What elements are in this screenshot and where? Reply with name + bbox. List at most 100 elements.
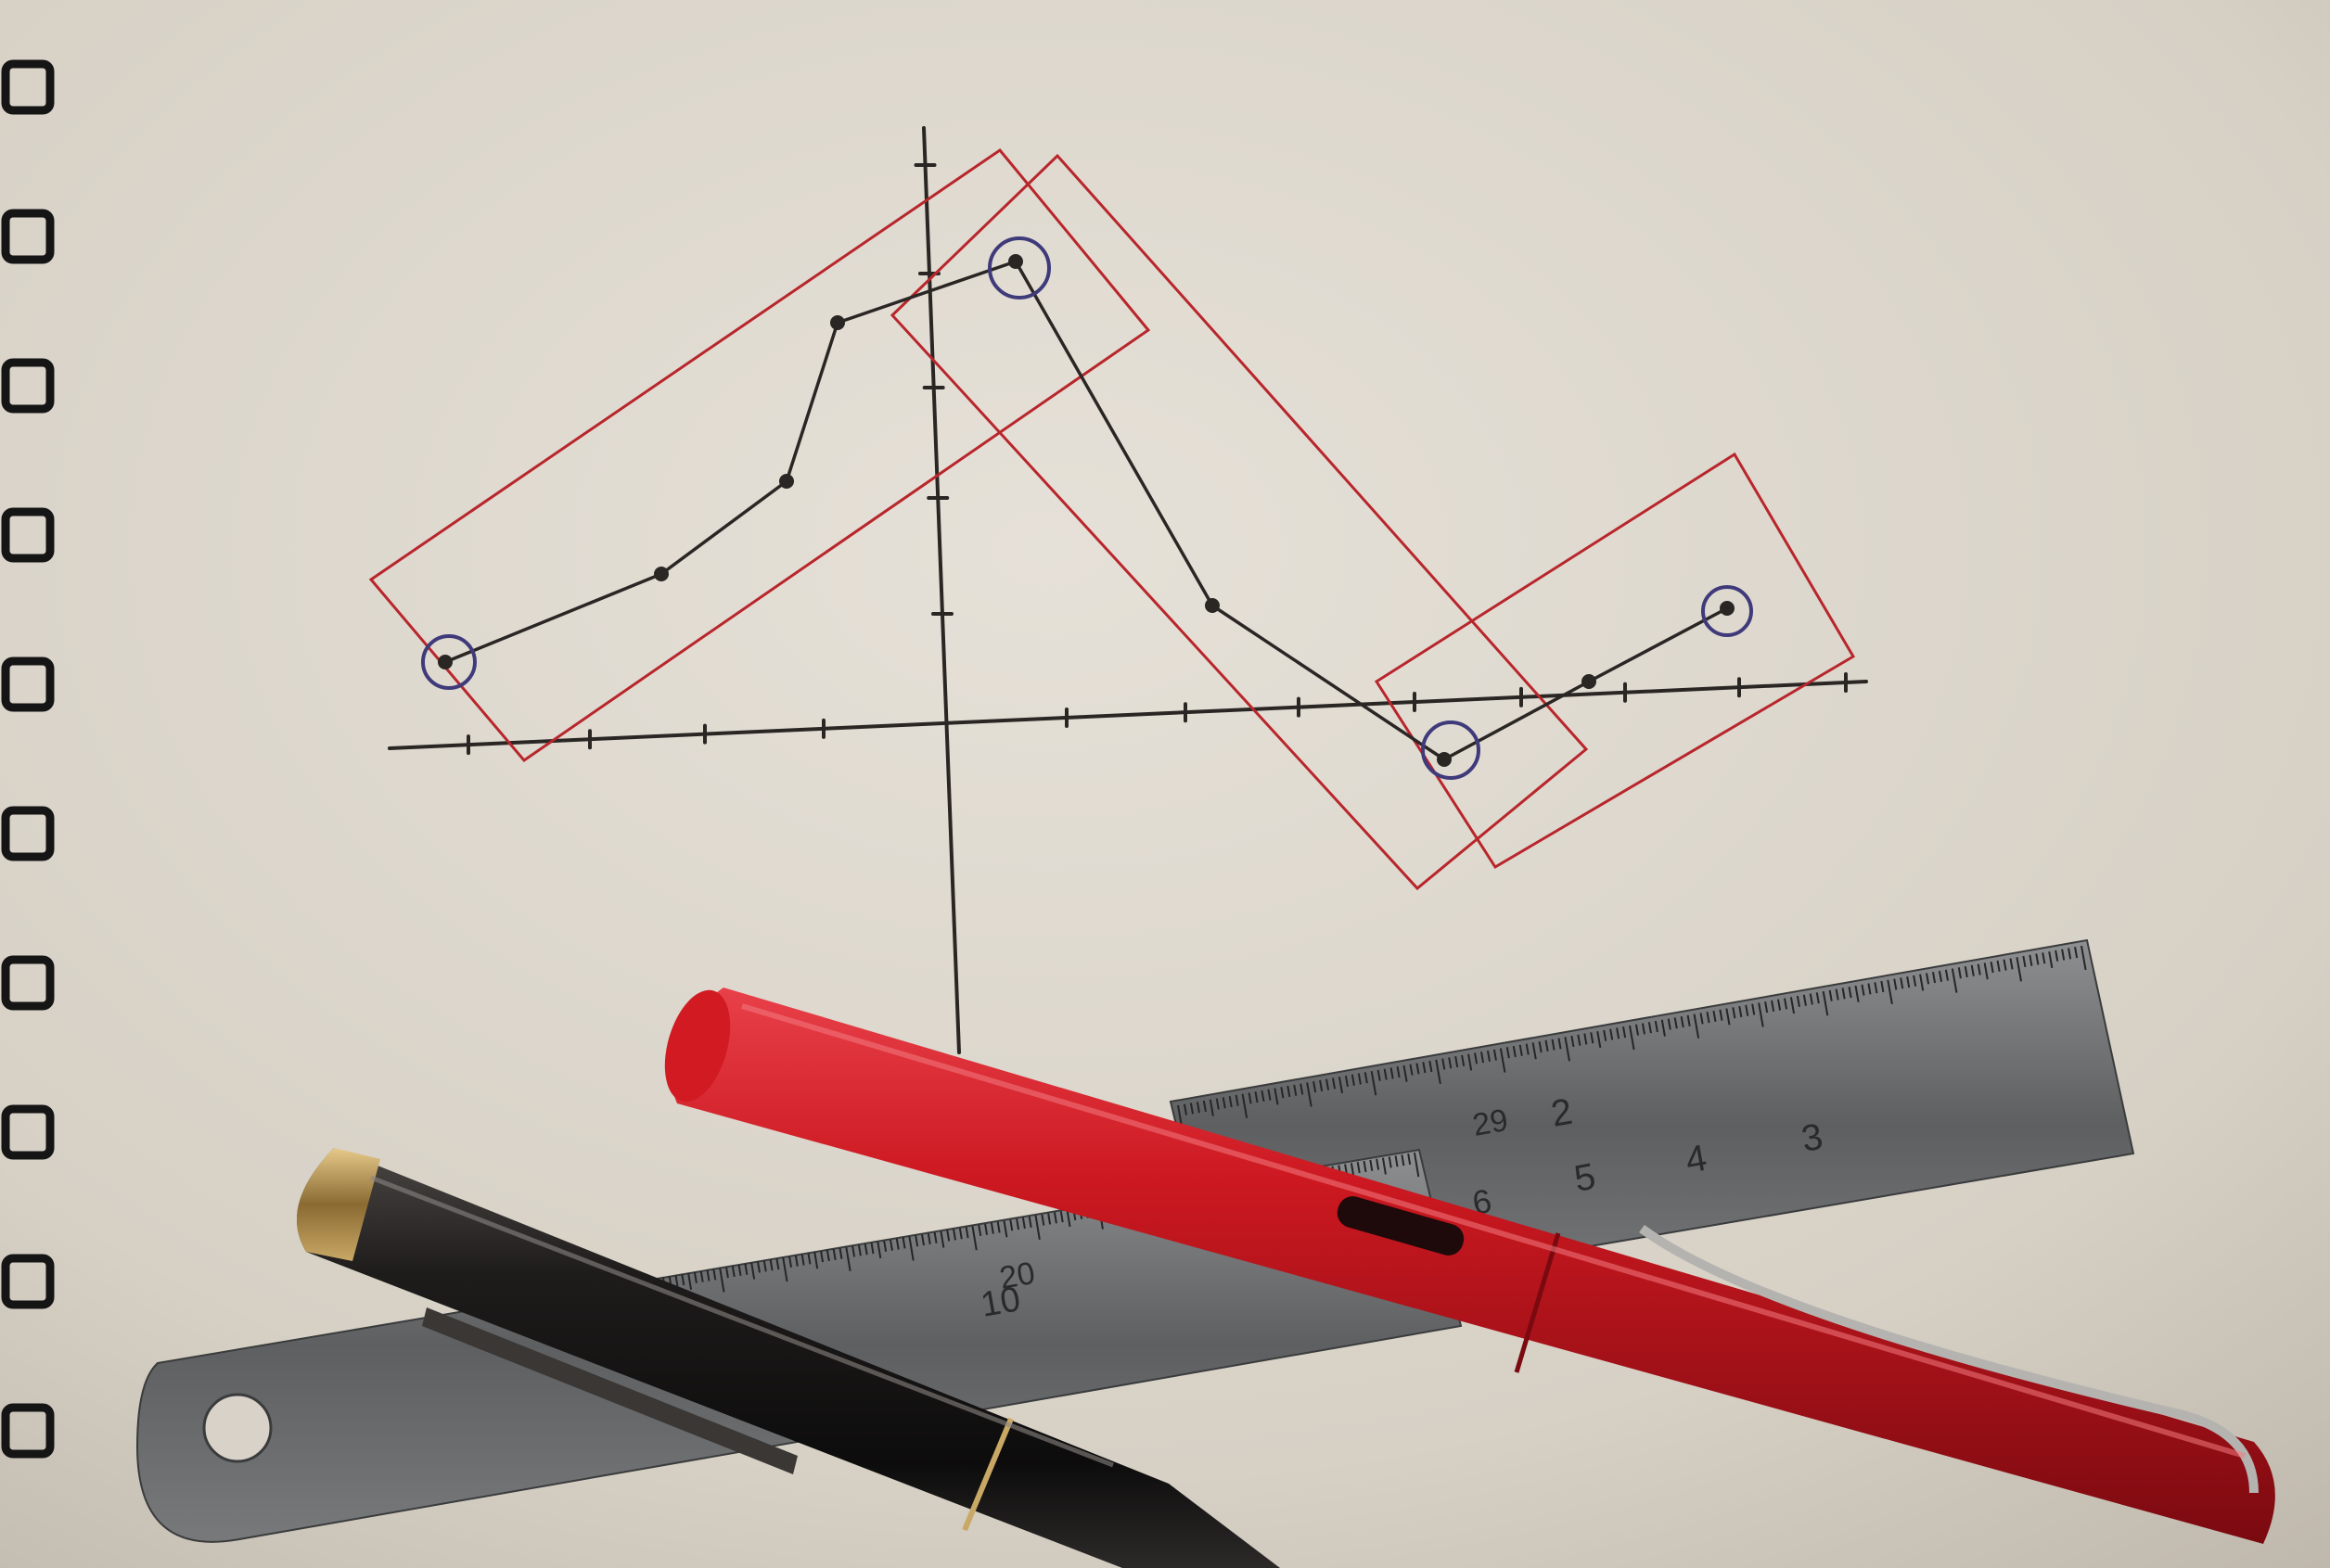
- axes-icon: [388, 126, 1868, 1054]
- ruler-tick: [1461, 1054, 1466, 1066]
- ruler-tick: [800, 1254, 805, 1266]
- line-graph-icon: [438, 254, 1735, 767]
- ruler-tick: [2055, 950, 2059, 962]
- x-axis-line: [388, 680, 1868, 750]
- pen-icon: [664, 988, 2275, 1544]
- rectangle-icon: [368, 147, 1856, 891]
- ruler-tick: [693, 1271, 698, 1283]
- ruler-tick: [1454, 1055, 1459, 1068]
- ruler-tick: [2016, 957, 2023, 982]
- ruler-tick: [2035, 953, 2040, 965]
- ruler-tick: [902, 1237, 906, 1249]
- black-pen-cap-band: [297, 1148, 380, 1261]
- ruler-tick: [1557, 1038, 1562, 1050]
- ruler-tick: [1629, 1025, 1635, 1051]
- ruler-tick: [1196, 1102, 1200, 1114]
- red-pen-highlight: [741, 1003, 2246, 1459]
- red-fountain-pen: [669, 988, 2275, 1544]
- ruler-tick: [1622, 1026, 1627, 1039]
- ruler-tick: [1299, 1083, 1304, 1095]
- spiral-coil: [1, 1403, 55, 1459]
- ruler-tick: [971, 1225, 978, 1251]
- ruler-tick: [1414, 1152, 1420, 1178]
- graph-points: [438, 254, 1735, 767]
- ruler-tick: [895, 1238, 900, 1250]
- ruler-tick: [1719, 1009, 1723, 1021]
- ruler-tick: [737, 1264, 742, 1276]
- ruler-tick: [1287, 1085, 1291, 1098]
- spiral-coil: [1, 209, 55, 264]
- ruler-tick: [1732, 1007, 1736, 1019]
- ruler-tick: [1887, 979, 1893, 1005]
- ruler-tick: [946, 1230, 951, 1242]
- ruler-tick: [1306, 1082, 1312, 1107]
- spiral-coil: [1, 955, 55, 1011]
- ruler-tick: [1344, 1075, 1349, 1088]
- ruler-tick: [699, 1270, 704, 1282]
- ruler-tick: [757, 1261, 761, 1273]
- ruler-tick: [1970, 964, 1975, 976]
- ruler-tick: [1983, 962, 1989, 980]
- black-pen-ring: [962, 1417, 1014, 1532]
- ruler-tick: [1254, 1091, 1259, 1103]
- ruler-tick: [1706, 1012, 1710, 1024]
- ruler-tick: [1789, 997, 1796, 1014]
- ruler-tick: [1409, 1064, 1414, 1076]
- ruler-tick: [1009, 1219, 1014, 1231]
- spiral-coil: [1, 657, 55, 712]
- ruler-tick: [1577, 1034, 1581, 1046]
- ruler-tick: [1235, 1094, 1239, 1106]
- ruler-tick: [1016, 1218, 1020, 1230]
- ruler-tick: [1319, 1079, 1324, 1091]
- ruler-tick: [857, 1244, 862, 1256]
- ruler-tick: [1376, 1069, 1381, 1081]
- ruler-tick: [2080, 945, 2087, 971]
- ruler-tick: [762, 1260, 767, 1272]
- y-axis-line: [922, 126, 961, 1054]
- ruler-tick: [2074, 947, 2079, 959]
- ruler-tick: [1034, 1215, 1041, 1241]
- ruler-tick: [851, 1245, 856, 1257]
- ruler-tick: [1854, 985, 1860, 1002]
- graph-point: [438, 655, 453, 669]
- ruler-tick: [832, 1248, 837, 1261]
- ruler-tick: [1467, 1053, 1473, 1071]
- ruler-tick: [1021, 1217, 1026, 1230]
- pen-icon: [297, 1148, 1280, 1568]
- ruler-tick: [820, 1251, 825, 1263]
- ruler-tick: [845, 1246, 851, 1271]
- ruler-tick: [1932, 972, 1937, 984]
- ruler-tick: [1867, 983, 1872, 995]
- circled-point-3: [1421, 720, 1480, 780]
- ruler-tick: [1401, 1154, 1405, 1166]
- ruler-tick: [965, 1227, 969, 1239]
- ruler-tick: [1499, 1048, 1506, 1073]
- ruler-tick: [1407, 1153, 1412, 1166]
- spiral-coil: [1, 806, 55, 861]
- ruler-tick: [1738, 1005, 1743, 1018]
- ruler-tick: [1222, 1097, 1226, 1109]
- ruler-tick: [712, 1268, 717, 1281]
- ruler-tick: [1338, 1077, 1344, 1094]
- ruler-tick: [1957, 967, 1962, 979]
- ruler-tick: [2029, 954, 2033, 966]
- ruler-tick: [2042, 952, 2046, 964]
- ruler-tick: [1964, 965, 1968, 978]
- ruler-tick: [1815, 992, 1820, 1004]
- ruler-tick: [921, 1234, 925, 1246]
- ruler-tick: [1880, 980, 1885, 993]
- ruler-tick: [687, 1272, 693, 1290]
- ruler-tick: [1673, 1017, 1678, 1029]
- ruler-tick: [1448, 1057, 1453, 1069]
- ruler-tick: [674, 1275, 679, 1287]
- ruler-ticks: [1177, 945, 2087, 1130]
- ruler-tick: [877, 1241, 882, 1259]
- ruler-tick: [826, 1249, 830, 1262]
- ruler-tick: [1003, 1220, 1008, 1238]
- ruler-tick: [1751, 1003, 1756, 1015]
- ruler-tick: [1938, 970, 1943, 983]
- ruler-marking-7: 10: [978, 1280, 1023, 1325]
- spiral-coil: [1, 507, 55, 563]
- ruler-tick: [953, 1229, 956, 1241]
